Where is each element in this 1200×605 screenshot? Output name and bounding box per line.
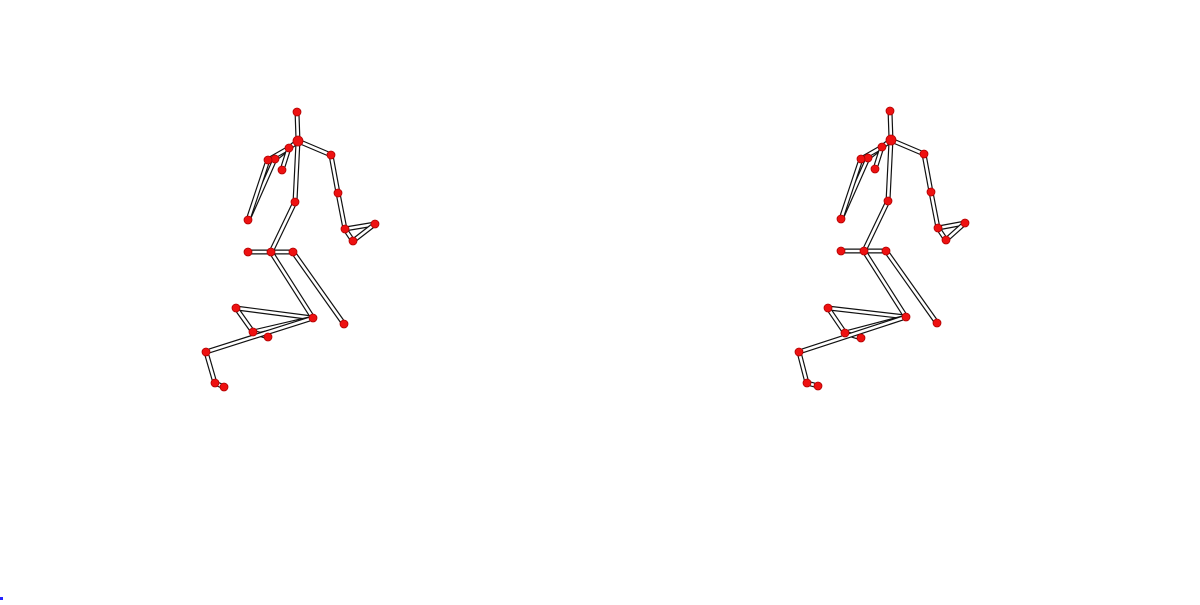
joint-marker <box>840 328 850 338</box>
joint-marker <box>856 333 866 343</box>
bone-highlight <box>929 190 940 230</box>
bone-highlight <box>839 157 863 221</box>
bone-highlight <box>269 200 297 254</box>
joint-marker <box>292 107 302 117</box>
corner-marker <box>0 597 3 600</box>
bone-highlight <box>862 199 890 253</box>
joint-marker <box>823 303 833 313</box>
joint-marker <box>941 235 951 245</box>
joint-marker <box>859 246 869 256</box>
joint-marker <box>292 135 304 147</box>
bone-highlight <box>826 306 847 335</box>
joint-marker <box>243 247 253 257</box>
joint-marker <box>836 246 846 256</box>
bone-highlight <box>204 350 217 385</box>
joint-marker <box>339 319 349 329</box>
joint-marker <box>288 247 298 257</box>
joint-marker <box>901 312 911 322</box>
bone-highlight <box>862 249 908 319</box>
joint-marker <box>932 318 942 328</box>
bone-highlight <box>797 350 809 385</box>
joint-marker <box>885 106 895 116</box>
bone-highlight <box>291 250 346 326</box>
bone-highlight <box>889 138 926 156</box>
bone-highlight <box>797 315 908 354</box>
bone-highlight <box>293 139 300 204</box>
joint-marker <box>290 197 300 207</box>
bone-highlight <box>336 191 347 231</box>
joint-marker <box>802 378 812 388</box>
bone-highlight <box>329 153 340 195</box>
bone-highlight <box>922 152 933 194</box>
joint-marker <box>277 165 287 175</box>
bone-highlight <box>886 138 893 203</box>
bone-highlight <box>296 139 333 157</box>
bone-highlight <box>204 316 315 354</box>
joint-marker <box>370 219 380 229</box>
joint-marker <box>856 154 866 164</box>
bone-highlight <box>884 249 939 325</box>
joint-marker <box>883 196 893 206</box>
bone-highlight <box>246 158 270 222</box>
skeleton-right <box>794 106 970 391</box>
joint-marker <box>881 246 891 256</box>
joint-marker <box>326 150 336 160</box>
joint-marker <box>333 188 343 198</box>
joint-marker <box>210 378 220 388</box>
bone-highlight <box>826 306 908 319</box>
joint-marker <box>243 215 253 225</box>
joint-marker <box>919 149 929 159</box>
joint-marker <box>248 327 258 337</box>
joint-marker <box>231 303 241 313</box>
joint-marker <box>266 247 276 257</box>
joint-marker <box>794 347 804 357</box>
joint-marker <box>933 223 943 233</box>
joint-marker <box>340 224 350 234</box>
bone-highlight <box>234 306 255 334</box>
joint-marker <box>348 236 358 246</box>
bone-highlight <box>234 306 315 320</box>
joint-marker <box>870 164 880 174</box>
joint-marker <box>201 347 211 357</box>
joint-marker <box>885 134 897 146</box>
joint-marker <box>263 332 273 342</box>
joint-marker <box>813 381 823 391</box>
joint-marker <box>877 142 887 152</box>
joint-marker <box>960 218 970 228</box>
joint-marker <box>926 187 936 197</box>
joint-marker <box>308 313 318 323</box>
bone-highlight <box>351 222 377 243</box>
joint-marker <box>263 155 273 165</box>
joint-marker <box>836 214 846 224</box>
joint-marker <box>219 382 229 392</box>
joint-marker <box>284 143 294 153</box>
bone-highlight <box>269 250 315 320</box>
skeleton-left <box>201 107 380 392</box>
